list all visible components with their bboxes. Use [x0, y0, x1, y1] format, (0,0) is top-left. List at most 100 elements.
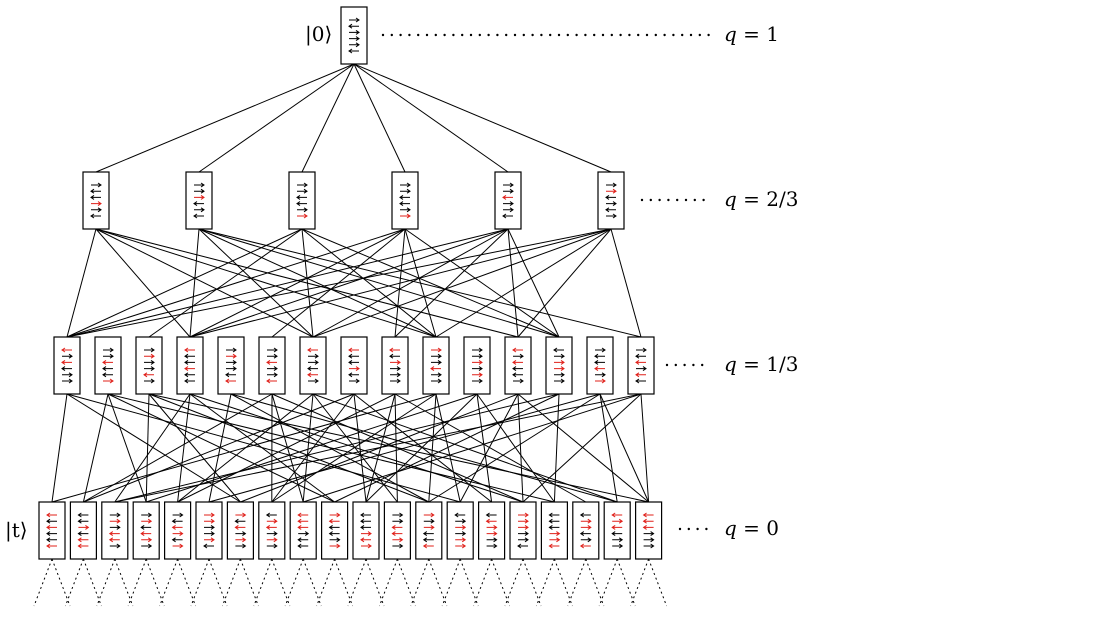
lattice-edge: [599, 393, 650, 503]
spin-arrow-left: [184, 366, 195, 372]
lattice-edge: [404, 228, 437, 338]
spin-arrow-right: [423, 518, 435, 524]
configuration-node: [383, 501, 411, 560]
lattice-edge: [312, 393, 398, 503]
continuation-dash: [616, 558, 636, 607]
spin-arrow-right: [518, 524, 529, 530]
lattice-edge: [459, 393, 519, 503]
lattice-nodes: [38, 6, 663, 560]
spin-arrow-right: [141, 518, 153, 524]
spin-arrow-right: [392, 518, 404, 524]
spin-arrow-right: [580, 537, 592, 543]
lattice-edge: [189, 228, 509, 338]
spin-arrow-right: [400, 182, 411, 188]
lattice-edge: [189, 228, 612, 338]
node-box: [94, 336, 122, 395]
node-box: [321, 501, 349, 560]
lattice-edge: [83, 393, 355, 503]
spin-arrow-left: [611, 512, 623, 518]
spin-arrow-left: [193, 213, 204, 219]
spin-arrow-right: [390, 378, 401, 384]
spin-arrow-left: [102, 372, 113, 378]
spin-arrow-right: [194, 182, 205, 188]
spin-arrow-left: [184, 372, 195, 378]
lattice-edge: [107, 393, 335, 503]
spin-arrow-left: [642, 524, 654, 530]
lattice-edge: [189, 228, 200, 338]
lattice-edge: [435, 228, 612, 338]
spin-arrow-right: [103, 347, 114, 353]
spin-arrow-right: [392, 537, 404, 543]
lattice-edge: [610, 228, 642, 338]
continuation-dash: [598, 558, 618, 607]
continuation-dash: [441, 558, 461, 607]
spin-arrow-right: [194, 207, 205, 213]
spin-arrow-right: [472, 359, 483, 365]
node-box: [258, 501, 286, 560]
spin-arrow-left: [502, 194, 513, 200]
spin-arrow-left: [77, 543, 89, 549]
lattice-edge: [271, 393, 437, 503]
node-box: [289, 501, 317, 560]
continuation-dash: [473, 558, 493, 607]
node-box: [446, 501, 474, 560]
lattice-edge: [189, 393, 335, 503]
spin-arrow-right: [349, 42, 360, 48]
configuration-node: [94, 336, 122, 395]
spin-arrow-left: [548, 543, 560, 549]
lattice-edge: [312, 228, 509, 338]
node-box: [504, 336, 532, 395]
lattice-edge: [476, 393, 555, 503]
spin-arrow-right: [554, 366, 565, 372]
spin-arrow-right: [643, 531, 655, 537]
spin-arrow-left: [77, 537, 89, 543]
spin-arrow-left: [184, 378, 195, 384]
lattice-edge: [517, 393, 649, 503]
node-box: [545, 336, 573, 395]
spin-arrow-right: [144, 347, 155, 353]
node-box: [634, 501, 663, 560]
lattice-edge: [189, 228, 406, 338]
spin-arrow-left: [579, 531, 591, 537]
configuration-node: [299, 336, 327, 395]
lattice-edge: [476, 393, 493, 503]
spin-arrow-left: [297, 512, 309, 518]
level-value: 0: [766, 516, 779, 540]
lattice-edge: [148, 393, 241, 503]
spin-arrow-right: [636, 366, 647, 372]
configuration-node: [381, 336, 409, 395]
spin-arrow-right: [549, 537, 561, 543]
lattice-edge: [312, 228, 612, 338]
spin-arrow-right: [329, 512, 341, 518]
spin-arrow-right: [390, 366, 401, 372]
continuation-dash: [504, 558, 524, 607]
spin-arrow-right: [472, 353, 483, 359]
spin-arrow-right: [172, 543, 184, 549]
spin-arrow-right: [606, 188, 617, 194]
continuation-dash: [145, 558, 165, 607]
configuration-node: [627, 336, 655, 395]
continuation-dash: [428, 558, 448, 607]
lattice-edge: [51, 393, 68, 503]
equals-sign: =: [737, 352, 766, 376]
node-box: [352, 501, 380, 560]
node-box: [195, 501, 223, 560]
spin-arrow-right: [549, 531, 561, 537]
spin-arrow-left: [297, 543, 309, 549]
configuration-node: [195, 501, 223, 560]
configuration-node: [352, 501, 380, 560]
spin-arrow-left: [360, 512, 371, 518]
spin-arrow-right: [503, 207, 514, 213]
spin-arrow-left: [485, 512, 497, 518]
spin-arrow-left: [553, 347, 564, 353]
lattice-edge: [394, 393, 587, 503]
spin-arrow-left: [46, 512, 57, 518]
continuation-dash: [585, 558, 605, 607]
spin-arrow-right: [204, 518, 215, 524]
configuration-node: [340, 336, 368, 395]
spin-arrow-left: [108, 537, 120, 543]
continuation-dash: [177, 558, 197, 607]
spin-arrow-right: [612, 518, 624, 524]
spin-arrow-right: [109, 512, 121, 518]
node-box: [340, 336, 368, 395]
